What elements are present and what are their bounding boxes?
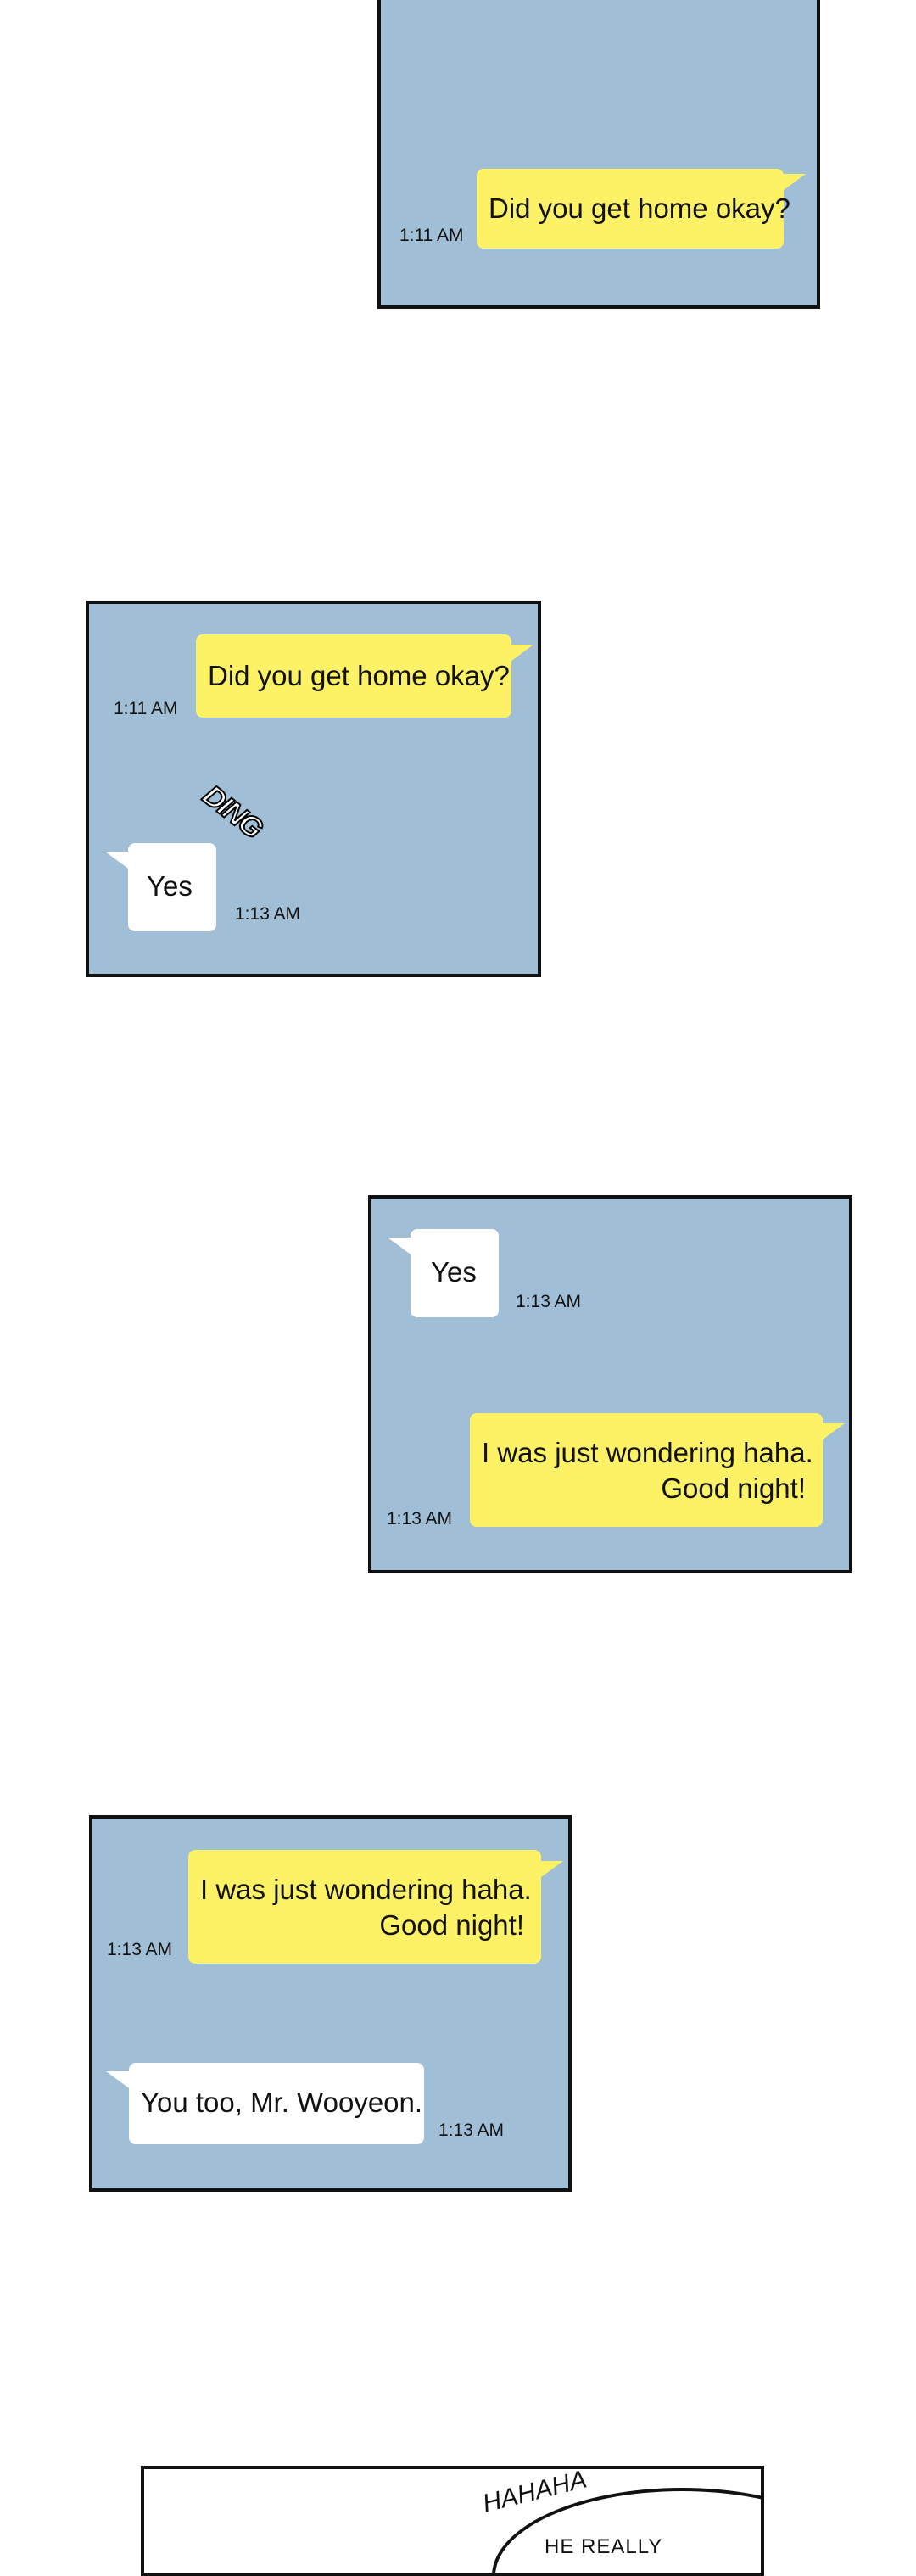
- sent-message-line-2: Good night!: [661, 1472, 806, 1504]
- sent-message-line-2: Good night!: [379, 1909, 524, 1941]
- received-message-bubble: Yes: [411, 1229, 499, 1317]
- chat-panel-1: Did you get home okay? 1:11 AM: [377, 0, 820, 309]
- chat-panel-3: Yes 1:13 AM I was just wondering haha. G…: [368, 1195, 852, 1573]
- sent-bubble-tail: [538, 1861, 563, 1880]
- received-message-time: 1:13 AM: [438, 2121, 505, 2140]
- received-message-bubble: You too, Mr. Wooyeon.: [129, 2063, 424, 2144]
- sent-message-time: 1:13 AM: [107, 1940, 173, 1959]
- sent-message-bubble: Did you get home okay?: [477, 169, 790, 249]
- sent-message-text: Did you get home okay?: [208, 660, 510, 691]
- sent-message-line-1: I was just wondering haha.: [482, 1437, 813, 1468]
- sent-message-time: 1:13 AM: [387, 1509, 453, 1528]
- sent-message-time: 1:11 AM: [399, 226, 464, 245]
- received-bubble-tail: [388, 1238, 413, 1256]
- received-message-bubble: Yes: [128, 843, 216, 931]
- received-bubble-tail: [106, 2071, 131, 2090]
- received-message-text: Yes: [431, 1256, 477, 1288]
- received-bubble-tail: [105, 852, 131, 870]
- speech-text: HE REALLY: [545, 2535, 663, 2558]
- comic-panel-5: HAHAHA HE REALLY: [141, 2466, 764, 2576]
- sent-bubble-tail: [508, 645, 533, 663]
- received-message-time: 1:13 AM: [235, 904, 301, 924]
- ding-sound-effect: DING: [196, 778, 269, 845]
- sent-bubble-tail: [780, 174, 806, 193]
- received-message-text: You too, Mr. Wooyeon.: [141, 2087, 423, 2118]
- sent-message-time: 1:11 AM: [114, 699, 178, 718]
- chat-panel-4: I was just wondering haha. Good night! 1…: [89, 1815, 572, 2192]
- sent-message-line-1: I was just wondering haha.: [200, 1874, 532, 1905]
- chat-panel-2: Did you get home okay? 1:11 AM DING Yes …: [86, 601, 541, 977]
- sent-message-bubble: Did you get home okay?: [196, 634, 511, 718]
- sent-bubble-tail: [819, 1423, 845, 1442]
- sent-message-bubble: I was just wondering haha. Good night!: [470, 1413, 823, 1527]
- sent-message-text: Did you get home okay?: [489, 193, 790, 224]
- sent-message-bubble: I was just wondering haha. Good night!: [188, 1850, 541, 1964]
- received-message-time: 1:13 AM: [516, 1292, 582, 1311]
- received-message-text: Yes: [147, 870, 193, 902]
